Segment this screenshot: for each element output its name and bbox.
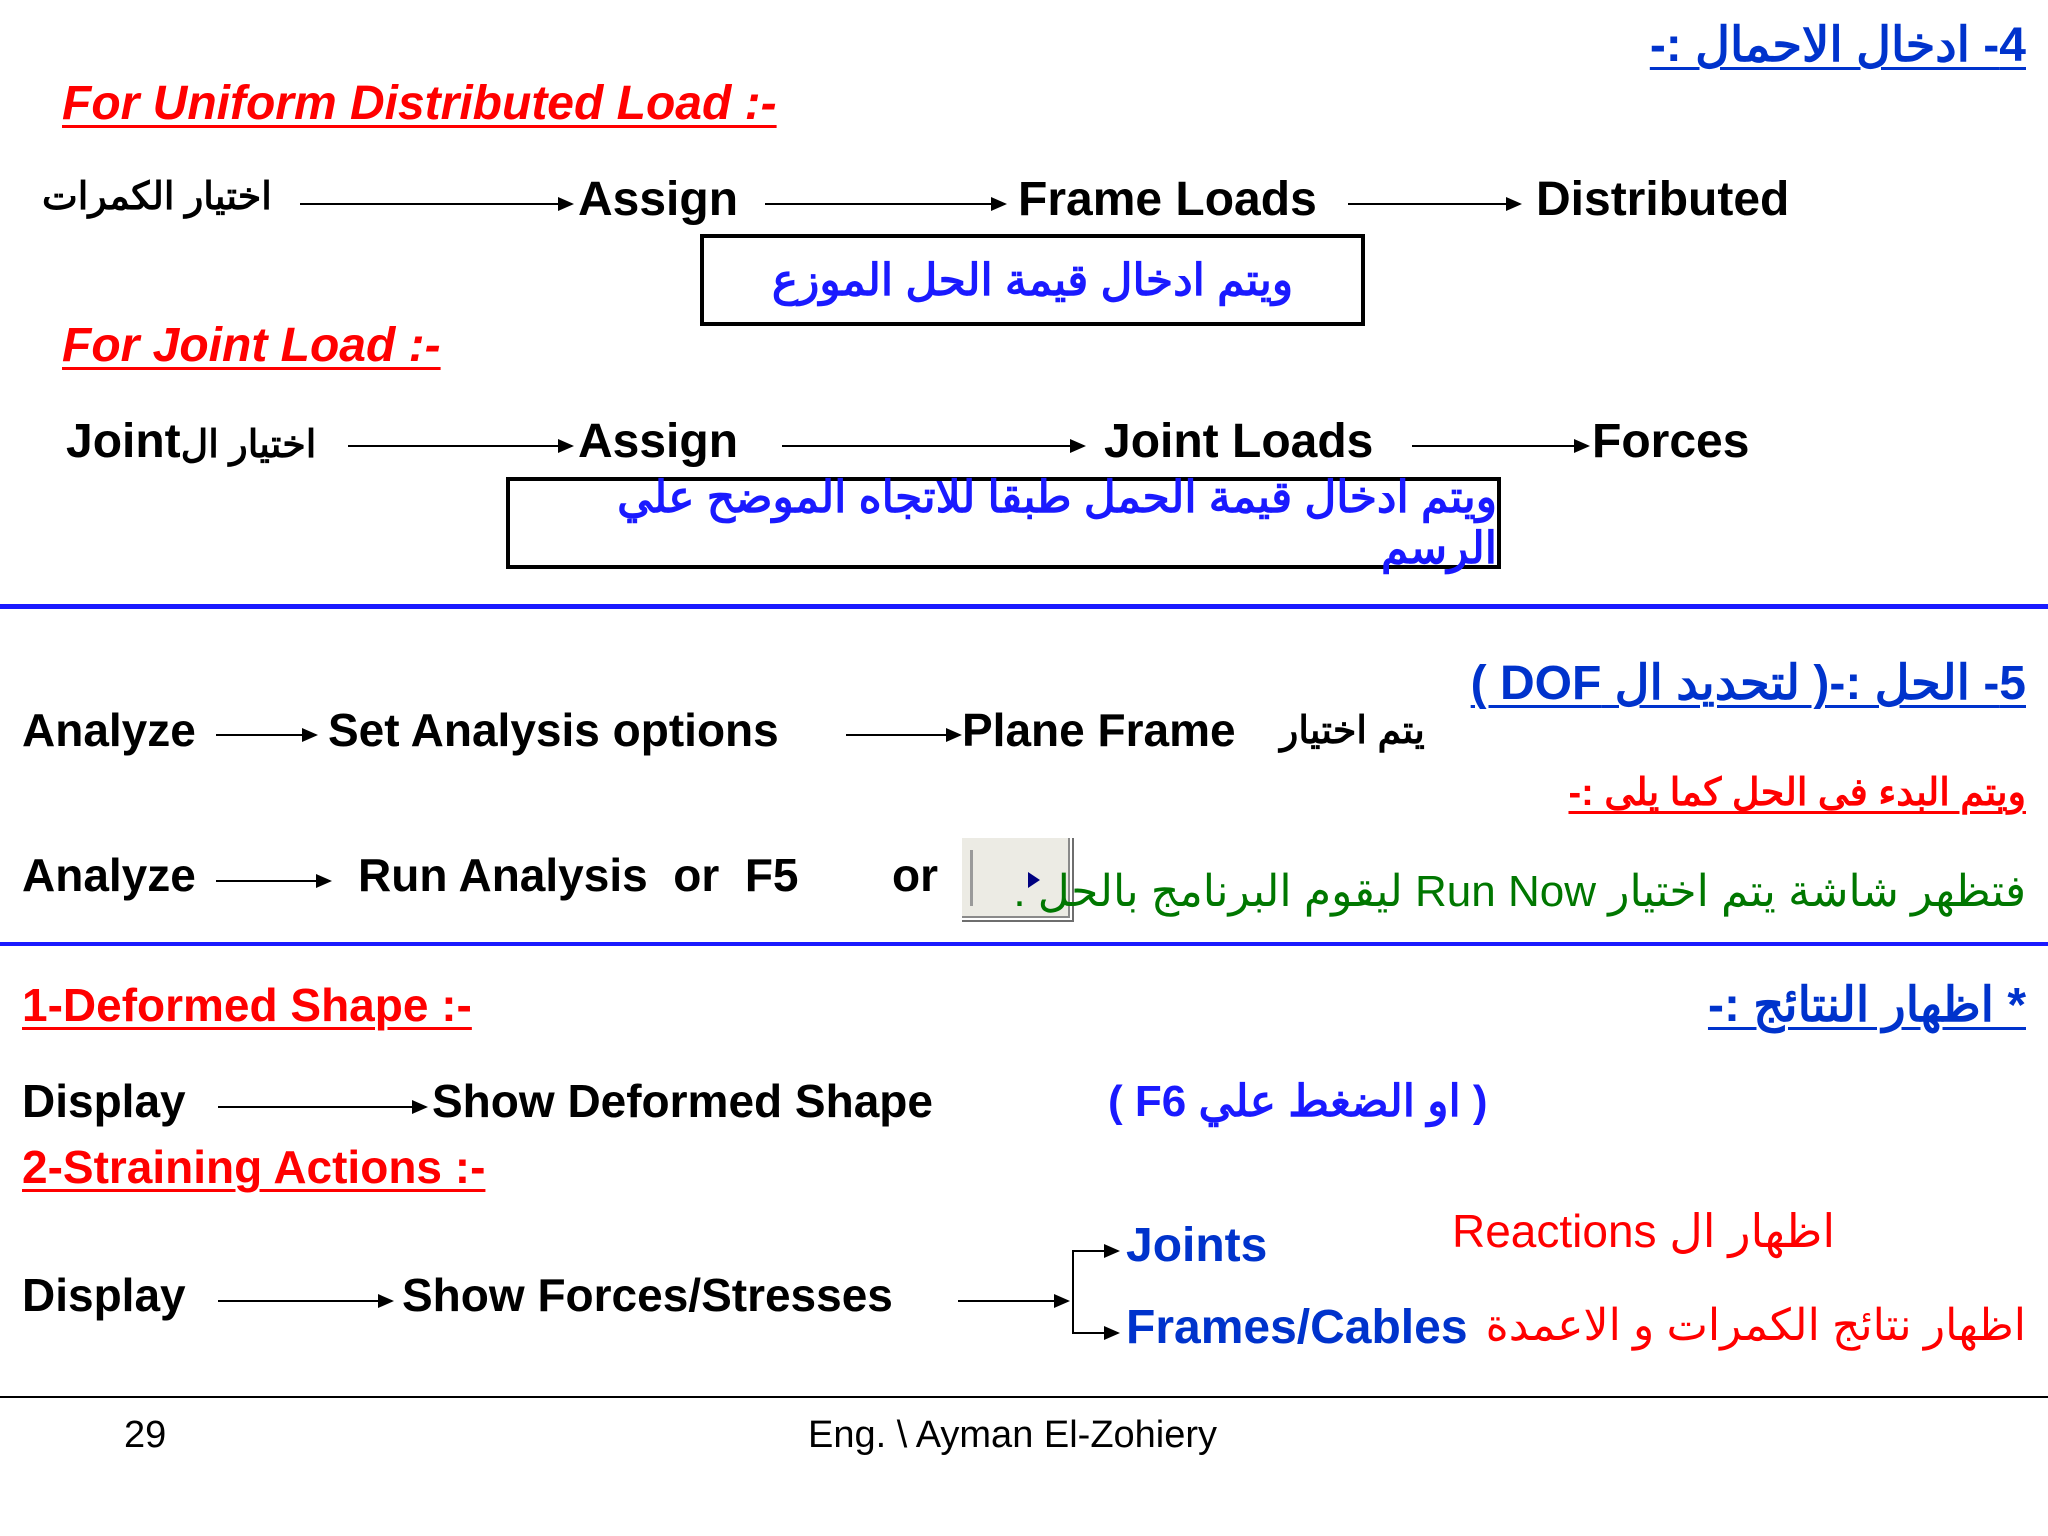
section-divider [0,942,2048,946]
uniform-note-box: ويتم ادخال قيمة الحل الموزع [700,234,1365,326]
footer-author: Eng. \ Ayman El-Zohiery [808,1414,1218,1456]
section5-subtitle: ويتم البدء فى الحل كما يلى :- [1568,772,2026,814]
run-now-note: فتظهر شاشة يتم اختيار Run Now ليقوم البر… [1013,867,2026,916]
arrow-icon [958,1294,1070,1308]
arrow-icon [348,439,574,453]
arrow-icon [765,197,1007,211]
analyze1-step-plane-frame: Plane Frame [962,704,1236,756]
reactions-note: اظهار ال Reactions [1452,1205,1836,1257]
frames-note: اظهار نتائج الكمرات و الاعمدة [1485,1301,2026,1350]
joint-step-forces: Forces [1592,415,1750,468]
arrow-icon [300,197,574,211]
arrow-icon [1348,197,1522,211]
run-analysis-button[interactable] [960,836,1072,920]
uniform-step-frame-loads: Frame Loads [1018,173,1317,226]
joint-step-select-joint: Jointاختيار ال [66,418,316,466]
page-number: 29 [124,1414,167,1456]
arrow-icon [1412,439,1590,453]
footer-divider [0,1396,2048,1398]
uniform-step-assign: Assign [578,173,739,226]
joint-load-heading: For Joint Load :- [62,319,441,372]
arrow-icon [1072,1326,1120,1340]
section5-title: 5- الحل :-( لتحديد ال DOF ) [1470,657,2026,710]
or-label: or [892,849,938,901]
arrow-icon [216,874,332,888]
straining-step-display: Display [22,1269,186,1321]
arrow-icon [846,728,962,742]
section-divider [0,604,2048,609]
arrow-icon [1072,1244,1120,1258]
deformed-step-show: Show Deformed Shape [432,1075,933,1127]
uniform-step-select-beams: اختيار الكمرات [42,176,272,218]
toolbar-grip [970,850,973,906]
uniform-step-distributed: Distributed [1536,173,1790,226]
joint-step-joint-loads: Joint Loads [1104,415,1374,468]
branch-frames-cables: Frames/Cables [1126,1301,1468,1354]
deformed-step-display: Display [22,1075,186,1127]
branch-bracket [1072,1250,1074,1334]
straining-step-show-forces: Show Forces/Stresses [402,1269,893,1321]
joint-note-box: ويتم ادخال قيمة الحمل طبقا للاتجاه الموض… [506,473,1501,573]
play-icon [1028,872,1040,888]
branch-joints: Joints [1126,1219,1268,1272]
joint-step-assign: Assign [578,415,739,468]
joint-note: ويتم ادخال قيمة الحمل طبقا للاتجاه الموض… [617,473,1497,573]
joint-step-en: Joint [66,415,181,468]
deformed-shape-heading: 1-Deformed Shape :- [22,979,472,1031]
analyze2-step-analyze: Analyze [22,849,196,901]
uniform-note: ويتم ادخال قيمة الحل الموزع [771,255,1294,305]
analyze2-step-run: Run Analysis or F5 [358,849,799,901]
analyze1-step-set-options: Set Analysis options [328,704,779,756]
deformed-shortcut: ( او الضغط علي F6 ) [1108,1077,1488,1126]
arrow-icon [218,1100,428,1114]
arrow-icon [216,728,318,742]
results-title: * اظهار النتائج :- [1707,979,2026,1032]
arrow-icon [218,1294,394,1308]
section4-title: 4- ادخال الاحمال :- [1649,19,2026,72]
analyze1-step-analyze: Analyze [22,704,196,756]
analyze1-suffix: يتم اختيار [1280,710,1425,752]
arrow-icon [782,439,1086,453]
uniform-load-heading: For Uniform Distributed Load :- [62,77,777,130]
joint-step-ar: اختيار ال [180,424,317,466]
straining-actions-heading: 2-Straining Actions :- [22,1141,486,1193]
